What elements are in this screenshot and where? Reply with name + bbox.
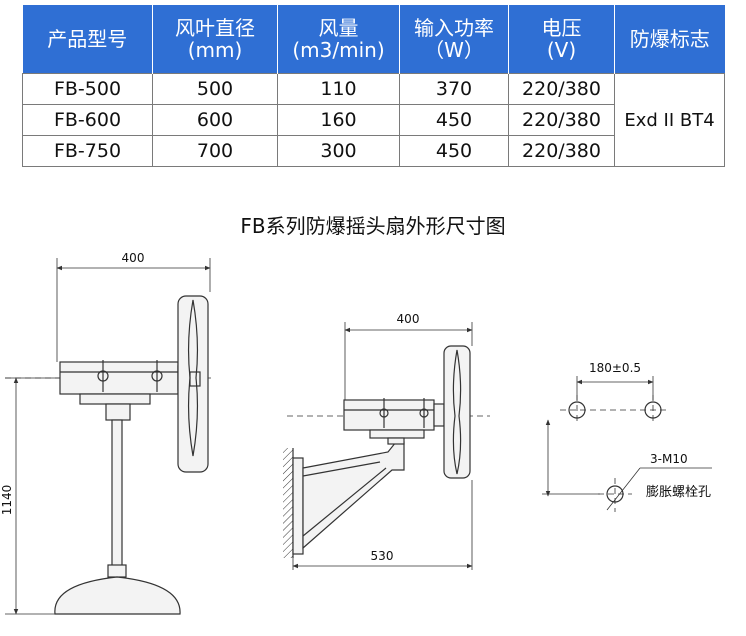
bolt-label: 3-M10 (650, 452, 688, 466)
cell-voltage: 220/380 (508, 73, 615, 105)
header-model: 产品型号 (22, 5, 153, 74)
cell-voltage: 220/380 (508, 104, 615, 136)
header-blade-diameter: 风叶直径(mm) (152, 5, 278, 74)
cell-power: 450 (399, 104, 509, 136)
cell-power: 450 (399, 135, 509, 167)
cell-airflow: 160 (277, 104, 400, 136)
bolt-description: 膨胀螺栓孔 (646, 485, 711, 500)
table-row: FB-500 500 110 370 220/380 Exd II BT4 (22, 73, 725, 167)
wall-depth-dim: 530 (371, 549, 394, 563)
table-header-row: 产品型号 风叶直径(mm) 风量(m3/min) 输入功率（W） 电压(V) 防… (22, 5, 725, 74)
hole-spacing-dim: 180±0.5 (589, 361, 641, 375)
cell-model: FB-500 (22, 73, 153, 105)
floor-fan-drawing: 400 1140 (0, 251, 215, 615)
cell-diameter: 700 (152, 135, 278, 167)
cell-diameter: 500 (152, 73, 278, 105)
floor-height-dim: 1140 (0, 485, 14, 516)
cell-diameter: 600 (152, 104, 278, 136)
table-row: FB-750 700 300 450 220/380 (22, 135, 725, 167)
mounting-hole-diagram: 180±0.5 3-M10 膨胀螺栓孔 (542, 361, 712, 512)
header-voltage: 电压(V) (508, 5, 615, 74)
header-airflow: 风量(m3/min) (277, 5, 400, 74)
cell-airflow: 300 (277, 135, 400, 167)
header-input-power: 输入功率（W） (399, 5, 509, 74)
drawing-title: FB系列防爆摇头扇外形尺寸图 (240, 214, 506, 238)
wall-width-dim: 400 (397, 312, 420, 326)
table-row: FB-600 600 160 450 220/380 (22, 104, 725, 136)
cell-explosion-mark: Exd II BT4 (614, 73, 725, 167)
spec-table: 产品型号 风叶直径(mm) 风量(m3/min) 输入功率（W） 电压(V) 防… (22, 5, 725, 167)
cell-voltage: 220/380 (508, 135, 615, 167)
wall-fan-drawing: 400 530 (283, 312, 490, 570)
header-explosion-mark: 防爆标志 (614, 5, 725, 74)
floor-width-dim: 400 (122, 251, 145, 265)
cell-model: FB-750 (22, 135, 153, 167)
